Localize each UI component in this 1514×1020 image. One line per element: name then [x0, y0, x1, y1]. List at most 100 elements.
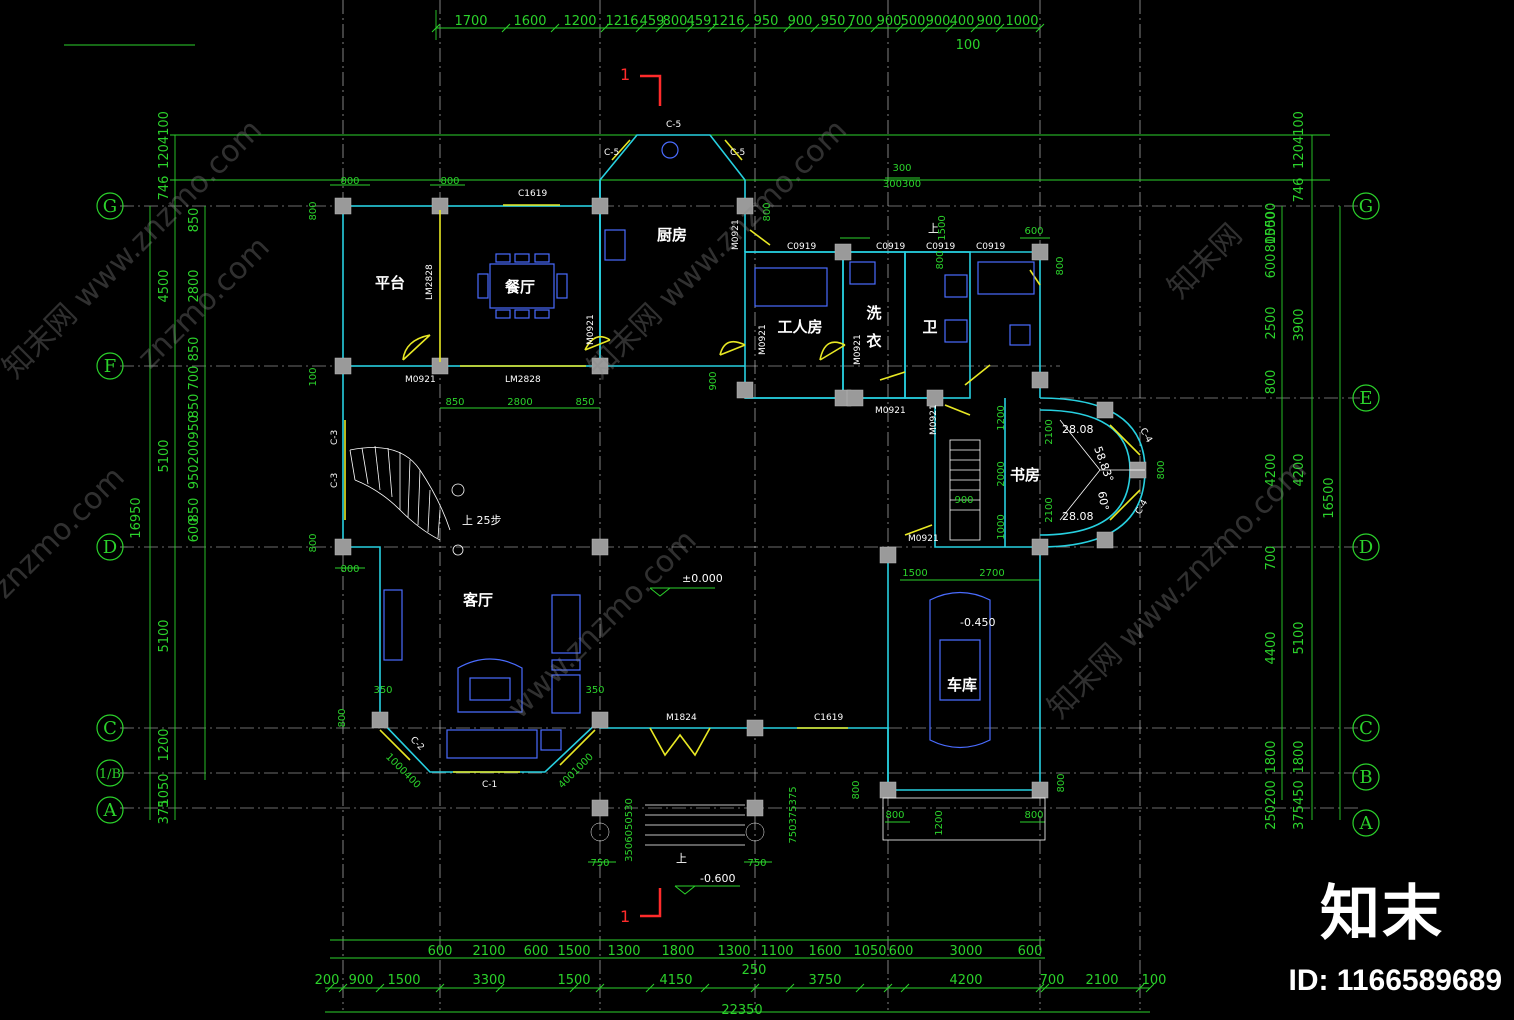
- tick-top-12: [870, 23, 880, 33]
- axis-label-right-e: E: [1359, 388, 1372, 409]
- dim-right-inner-1: 746: [1292, 178, 1307, 203]
- dim-misc-12: 2100: [1044, 419, 1055, 444]
- column-10: [1031, 243, 1049, 261]
- tag-c5: C-5: [666, 120, 681, 130]
- dim-misc-31: 800: [308, 533, 319, 552]
- tag-c0919-a: C0919: [787, 242, 816, 252]
- dim-right-inner-13: 5100: [1292, 621, 1307, 654]
- pillar-base-1: [745, 822, 765, 842]
- dim-left-inner-2: 850: [187, 337, 202, 362]
- dim-left-outer-4: 5100: [157, 619, 172, 652]
- dim-top-6: 459: [687, 14, 712, 29]
- tag-m0921-e: M0921: [853, 334, 863, 365]
- column-19: [746, 719, 764, 737]
- tick-bottom-9: [750, 983, 760, 993]
- dim-right-inner-8: 800: [1264, 370, 1279, 395]
- column-6: [591, 357, 609, 375]
- dim-bottom2-0: 200: [315, 973, 340, 988]
- tick-top-11: [843, 23, 853, 33]
- dim-right-inner-7: 3900: [1292, 308, 1307, 341]
- dim-misc-29: 800: [308, 201, 319, 220]
- tag-c0919-d: C0919: [976, 242, 1005, 252]
- tag-c1619-b: C1619: [814, 713, 843, 723]
- section-markers: [640, 74, 662, 918]
- dim-left-inner-5: 950200950: [187, 415, 202, 489]
- dim-misc-18: 350: [585, 685, 604, 696]
- dim-misc-0: 800: [340, 176, 359, 187]
- dim-right-inner-14: 1800: [1264, 740, 1279, 773]
- dim-right-inner-9: 4200: [1264, 453, 1279, 486]
- dim-left-inner-4: 850: [187, 394, 202, 419]
- column-11: [834, 243, 852, 261]
- dim-left-outer-0: 1204100: [157, 111, 172, 169]
- room-bath: 卫: [922, 318, 937, 336]
- dim-misc-28: 800: [340, 564, 359, 575]
- tag-m0921-f: M0921: [875, 406, 906, 416]
- angle-4: 28.08: [1062, 510, 1094, 523]
- dim-misc-19: 750: [590, 858, 609, 869]
- tick-bottom-1: [338, 983, 348, 993]
- tag-m0921-c: M0921: [731, 219, 741, 250]
- column-13: [1031, 538, 1049, 556]
- dim-top-12: 900: [877, 14, 902, 29]
- dim-misc-34: 800: [1056, 773, 1067, 792]
- dim-top-7: 1216: [711, 14, 744, 29]
- tick-bottom-6: [595, 983, 605, 993]
- watermark-2: 知末网 www.znzmo.com: [0, 113, 269, 386]
- tick-top-10: [810, 23, 820, 33]
- dim-misc-32: 800: [935, 250, 946, 269]
- column-15: [591, 538, 609, 556]
- tick-top-6: [685, 23, 695, 33]
- axis-label-right-d: D: [1359, 537, 1373, 558]
- dim-top-extra: 100: [956, 38, 981, 53]
- brand-logo: 知末: [1320, 879, 1444, 949]
- dim-bottom1-1: 2100: [472, 944, 505, 959]
- furniture: [383, 141, 1035, 759]
- axis-label-right-g: G: [1359, 196, 1373, 217]
- dim-bottom1-5: 1800: [661, 944, 694, 959]
- tick-top-0: [431, 23, 441, 33]
- dim-left-outer-5: 1200: [157, 728, 172, 761]
- column-23: [746, 799, 764, 817]
- column-12: [1031, 371, 1049, 389]
- dim-right-inner-6: 2500: [1264, 306, 1279, 339]
- dim-misc-30: 100: [308, 367, 319, 386]
- dim-top-4: 459: [640, 14, 665, 29]
- tag-m0921-d: M0921: [758, 324, 768, 355]
- section-mark-bottom: 1: [620, 907, 630, 926]
- room-kitchen: 厨房: [657, 226, 687, 244]
- dim-bottom1-11: 3000: [949, 944, 982, 959]
- tag-lm2828-b: LM2828: [505, 375, 541, 385]
- level-symbols: [649, 587, 740, 895]
- axis-label-right-a: A: [1359, 813, 1374, 834]
- axis-bubbles: [96, 192, 1380, 837]
- dim-left-outer-2: 4500: [157, 269, 172, 302]
- tick-bottom-5: [569, 983, 579, 993]
- dim-misc-1: 800: [440, 176, 459, 187]
- tick-top-16: [970, 23, 980, 33]
- dim-bottom1-4: 1300: [607, 944, 640, 959]
- column-2: [591, 197, 609, 215]
- dim-left-inner-7: 850: [187, 498, 202, 523]
- dim-misc-15: 1500: [902, 568, 927, 579]
- room-laundry-2: 衣: [866, 332, 881, 350]
- dim-misc-6: 300: [892, 163, 911, 174]
- dim-right-inner-11: 700: [1264, 546, 1279, 571]
- watermark-6: 知末网: [1161, 217, 1249, 305]
- room-living: 客厅: [462, 591, 493, 609]
- dim-left-outer-3: 5100: [157, 439, 172, 472]
- column-14: [879, 546, 897, 564]
- dim-left-inner-0: 850: [187, 208, 202, 233]
- tag-c5-left: C-5: [604, 148, 619, 158]
- tag-stair-up: 上 25步: [462, 514, 502, 527]
- dim-left-inner-3: 700: [187, 366, 202, 391]
- tag-up-2: 上: [928, 222, 939, 235]
- image-id-label: ID: 1166589689: [1288, 964, 1502, 997]
- dim-misc-7: 300300: [883, 179, 921, 190]
- watermark-4: znzmo.com: [0, 460, 132, 606]
- axis-label-left-f: F: [104, 356, 117, 377]
- columns: [334, 197, 1147, 842]
- dim-bottom1-3: 1500: [557, 944, 590, 959]
- dim-top-10: 950: [821, 14, 846, 29]
- section-mark-top: 1: [620, 65, 630, 84]
